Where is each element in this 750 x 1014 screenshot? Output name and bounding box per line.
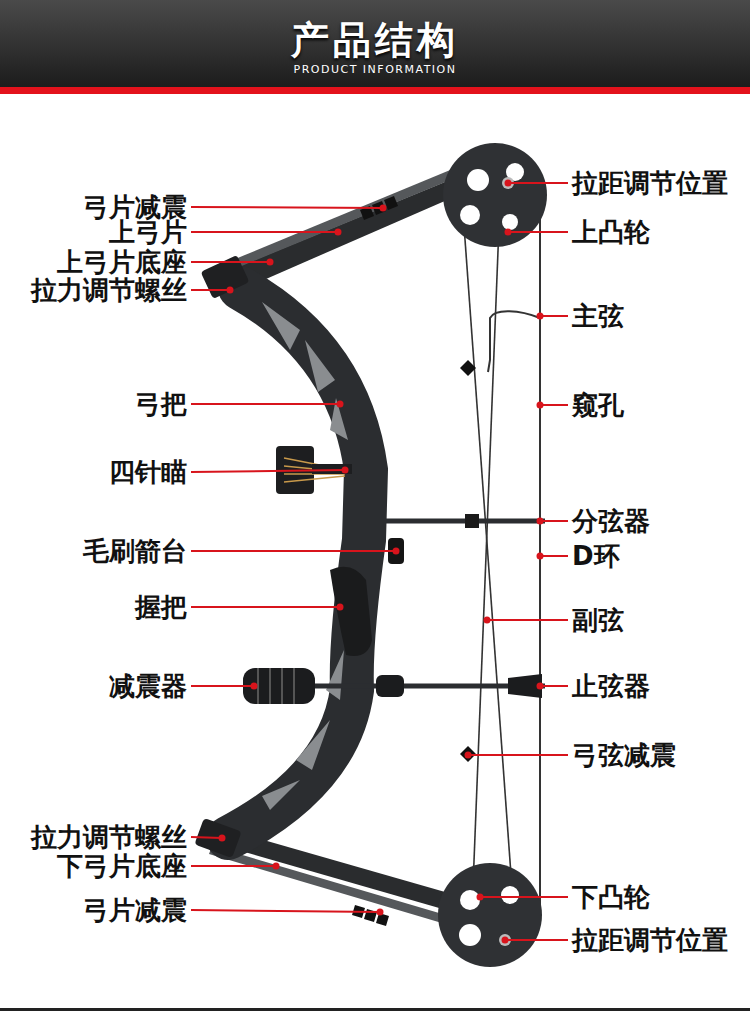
- part-label: 拉距调节位置: [572, 168, 728, 198]
- leader-dot: [537, 518, 544, 525]
- leader-line: [540, 520, 568, 522]
- part-label: 上弓片底座: [57, 247, 187, 277]
- leader-line: [191, 550, 396, 552]
- leader-line: [468, 754, 568, 756]
- leader-line: [191, 865, 276, 867]
- leader-dot: [465, 752, 472, 759]
- leader-dot: [537, 402, 544, 409]
- part-label: 拉力调节螺丝: [31, 275, 187, 305]
- part-label: 主弦: [572, 301, 624, 331]
- riser: [194, 255, 372, 858]
- leader-dot: [337, 401, 344, 408]
- leader-dot: [337, 604, 344, 611]
- lower-cam: [438, 863, 542, 967]
- leader-dot: [484, 617, 491, 624]
- part-label: 分弦器: [572, 506, 650, 536]
- leader-dot: [273, 863, 280, 870]
- leader-dot: [537, 683, 544, 690]
- part-label: 拉力调节螺丝: [31, 822, 187, 852]
- part-label: 减震器: [109, 671, 187, 701]
- part-label: 止弦器: [572, 671, 650, 701]
- leader-line: [487, 619, 568, 621]
- leader-dot: [342, 467, 349, 474]
- leader-dot: [219, 835, 226, 842]
- leader-line: [191, 403, 340, 405]
- leader-dot: [393, 548, 400, 555]
- leader-line: [508, 182, 568, 184]
- part-label: 拉距调节位置: [572, 925, 728, 955]
- part-label: 窥孔: [572, 390, 624, 420]
- leader-lines: [191, 180, 568, 944]
- bottom-line: [0, 1008, 750, 1011]
- leader-line: [191, 910, 380, 912]
- cable-guard: [385, 514, 545, 528]
- leader-dot: [227, 287, 234, 294]
- strings: [462, 190, 540, 930]
- leader-dot: [267, 259, 274, 266]
- leader-line: [191, 837, 222, 838]
- stabilizer: [243, 668, 545, 704]
- string-dampener: [460, 360, 476, 762]
- part-label: 下弓片底座: [57, 851, 187, 881]
- leader-line: [191, 606, 340, 608]
- part-label: 四针瞄: [109, 457, 187, 487]
- page-subtitle: PRODUCT INFORMATION: [294, 63, 457, 77]
- leader-dot: [477, 894, 484, 901]
- header-red-bar: [0, 87, 750, 94]
- part-label: D环: [572, 541, 620, 571]
- part-label: 弓弦减震: [572, 740, 676, 770]
- leader-line: [480, 896, 568, 898]
- part-label: 握把: [135, 592, 187, 622]
- part-label: 毛刷箭台: [83, 536, 187, 566]
- leader-dot: [251, 683, 258, 690]
- leader-line: [540, 555, 568, 557]
- part-label: 弓片减震: [83, 895, 187, 925]
- leader-line: [505, 939, 568, 941]
- leader-line: [508, 231, 568, 233]
- leader-line: [191, 261, 270, 263]
- part-label: 下凸轮: [572, 882, 650, 912]
- leader-line: [540, 685, 568, 687]
- leader-dot: [502, 937, 509, 944]
- leader-dot: [505, 229, 512, 236]
- leader-dot: [537, 553, 544, 560]
- header-band: [0, 0, 750, 87]
- leader-line: [191, 685, 254, 687]
- part-label: 弓把: [135, 389, 187, 419]
- leader-dot: [537, 313, 544, 320]
- page-title: 产品结构: [291, 17, 459, 63]
- leader-line: [540, 315, 568, 317]
- part-label: 上弓片: [109, 217, 187, 247]
- leader-line: [191, 470, 345, 472]
- part-label: 副弦: [572, 605, 624, 635]
- leader-line: [191, 207, 383, 208]
- part-label: 上凸轮: [572, 217, 650, 247]
- leader-line: [540, 404, 568, 406]
- leader-line: [191, 289, 230, 291]
- upper-limb: [225, 168, 470, 292]
- leader-dot: [335, 229, 342, 236]
- leader-dot: [380, 205, 387, 212]
- leader-dot: [377, 909, 384, 916]
- leader-line: [191, 231, 338, 233]
- leader-dot: [505, 180, 512, 187]
